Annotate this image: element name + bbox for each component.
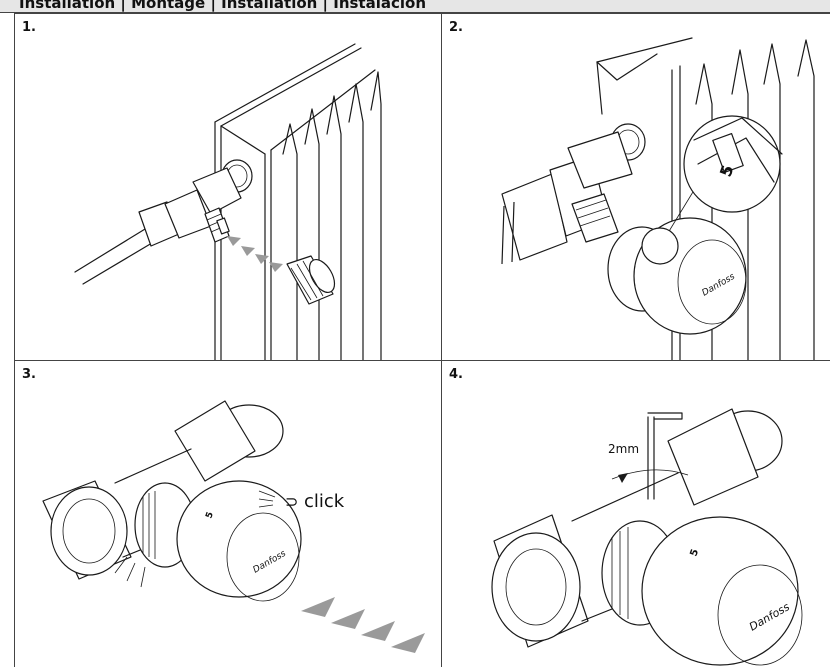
radiator [214,43,382,360]
step-number-2: 2. [449,20,463,35]
pipe-and-valve [501,131,633,265]
step-panel-3: 3. Danfoss 5 ⊃ click [14,360,442,667]
click-label: click [304,491,345,512]
magnified-detail: 5 [641,115,783,265]
step-panel-2: 2. Danfoss [441,13,830,360]
dial-setting-label: 5 [688,548,701,558]
header-title: Installation | Montage | Installation | … [19,0,427,12]
page-header: Installation | Montage | Installation | … [0,0,830,13]
push-arrows [227,236,283,272]
valve-cap [286,255,336,305]
step-3-illustration: Danfoss 5 ⊃ click [42,400,425,653]
step-4-illustration: 2mm Danfoss 5 [491,408,803,666]
thermostat-sensor: Danfoss [607,217,747,335]
step-panel-1: 1. [14,13,442,360]
thermostat-sensor: Danfoss 5 [134,480,302,602]
step-1-illustration [74,43,382,360]
pipe-and-valve [74,167,242,285]
valve-body [42,400,284,580]
step-2-illustration: Danfoss 5 [501,37,815,360]
step-number-1: 1. [22,20,36,35]
ear-icon: ⊃ [285,492,298,511]
valve-body [491,408,783,648]
hex-key: 2mm [608,412,689,500]
step-number-3: 3. [22,367,36,382]
thermostat-sensor: Danfoss 5 [601,516,803,666]
dial-setting-label: 5 [204,511,216,520]
click-indicator: ⊃ click [114,490,345,588]
step-number-4: 4. [449,367,463,382]
hex-key-size-label: 2mm [608,442,639,456]
step-panel-4: 4. 2mm Danfoss 5 [441,360,830,667]
push-arrows [301,597,425,653]
